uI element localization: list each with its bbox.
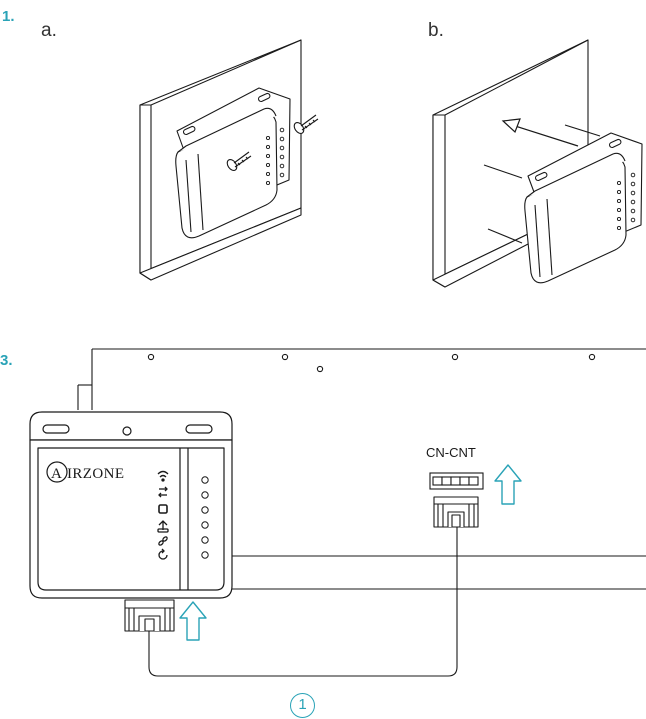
substep-a-label: a. <box>41 20 57 41</box>
thermostat-icon <box>157 520 169 533</box>
direction-arrow-b <box>501 118 579 147</box>
reset-icon <box>158 548 168 560</box>
logo-text: IRZONE <box>67 466 124 482</box>
link-icon <box>158 536 168 546</box>
cn-cnt-up-arrow <box>494 464 522 505</box>
screw-back <box>293 114 319 134</box>
device-b <box>524 132 643 284</box>
device-plug <box>124 599 175 632</box>
wifi-icon <box>157 470 169 482</box>
connector-label: CN-CNT <box>426 445 476 460</box>
step-3-label: 3. <box>0 352 13 369</box>
connection-cable <box>148 527 458 677</box>
transfer-icon <box>158 486 168 498</box>
substep-b-label: b. <box>428 20 444 41</box>
cn-cnt-header <box>429 472 484 490</box>
logo-letter: A <box>51 466 62 482</box>
device-a <box>175 87 291 239</box>
cn-cnt-plug <box>433 496 479 528</box>
guide-lines-b <box>483 124 601 244</box>
airzone-device <box>29 411 233 599</box>
device-plug-up-arrow <box>179 601 207 641</box>
callout-number-badge: 1 <box>290 693 315 718</box>
led-indicators <box>201 476 209 559</box>
screw-front <box>226 151 252 171</box>
square-icon <box>158 504 168 514</box>
step-1-label: 1. <box>2 8 15 25</box>
airzone-logo: A IRZONE <box>46 461 124 483</box>
unit-board <box>30 348 646 590</box>
